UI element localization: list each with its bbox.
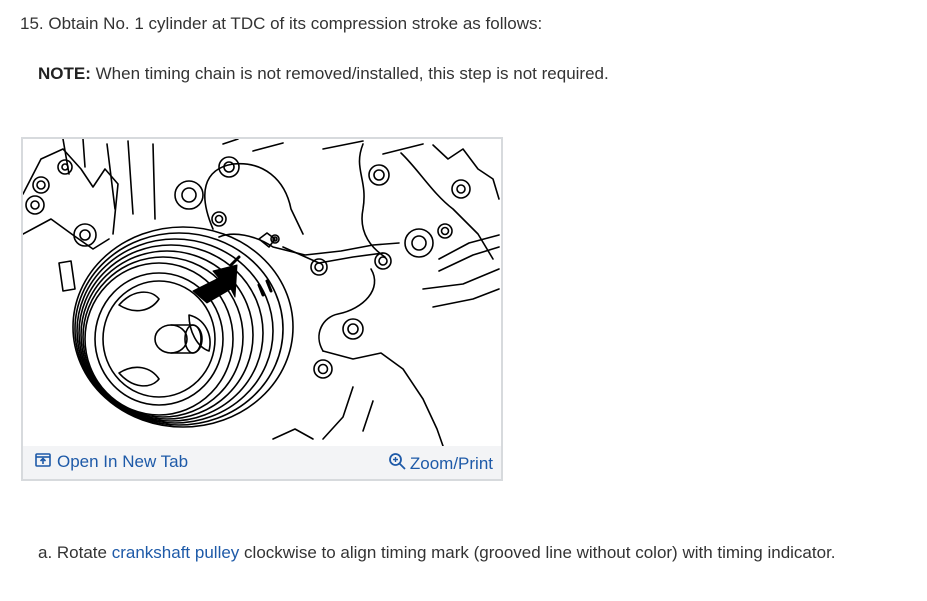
note-label: NOTE: — [38, 64, 91, 83]
substep-suffix: clockwise to align timing mark (grooved … — [244, 543, 836, 562]
step-number: 15. — [20, 14, 44, 33]
zoom-print-label: Zoom/Print — [409, 454, 493, 473]
figure-toolbar: Open In New Tab Zoom/Print — [23, 446, 501, 479]
open-in-new-tab-label: Open In New Tab — [57, 452, 189, 471]
zoom-icon — [388, 452, 407, 476]
open-in-new-tab-icon — [35, 452, 51, 472]
substep-a: a. Rotate crankshaft pulley clockwise to… — [38, 543, 836, 563]
step-instruction: 15. Obtain No. 1 cylinder at TDC of its … — [20, 14, 542, 34]
crankshaft-pulley-illustration — [23, 139, 500, 446]
zoom-print-link[interactable]: Zoom/Print — [388, 452, 493, 476]
note: NOTE: When timing chain is not removed/i… — [38, 64, 609, 84]
crankshaft-pulley — [72, 226, 294, 428]
crankshaft-pulley-link[interactable]: crankshaft pulley — [111, 543, 240, 562]
figure-crankshaft-pulley: Open In New Tab Zoom/Print — [21, 137, 503, 481]
substep-prefix: a. Rotate — [38, 543, 107, 562]
timing-mark — [229, 255, 241, 267]
indicator-arrow — [192, 264, 238, 304]
step-text: Obtain No. 1 cylinder at TDC of its comp… — [48, 14, 543, 33]
timing-indicator — [257, 279, 273, 297]
open-in-new-tab-link[interactable]: Open In New Tab — [35, 452, 188, 472]
note-text: When timing chain is not removed/install… — [95, 64, 609, 83]
